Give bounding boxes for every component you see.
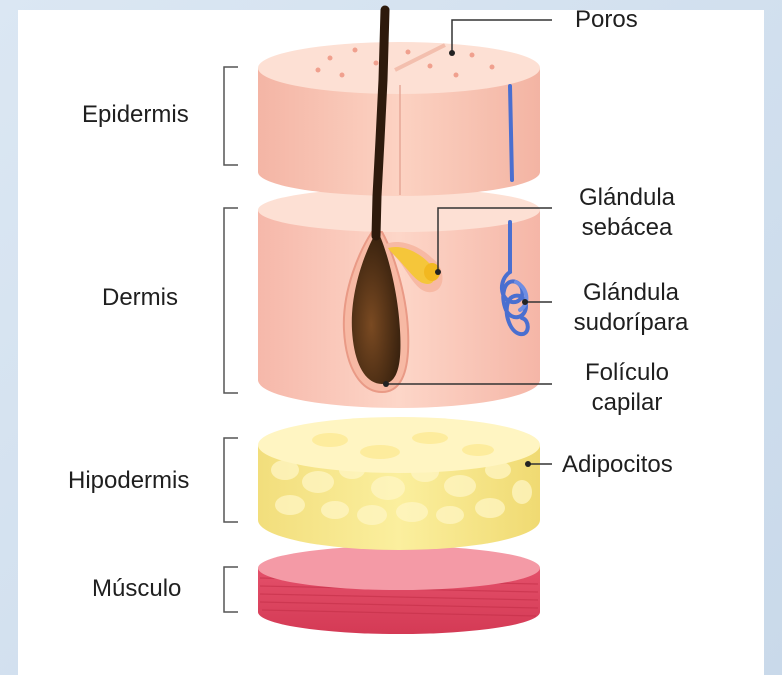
label-dermis: Dermis [102,283,178,313]
label-hipodermis: Hipodermis [68,466,189,496]
label-foliculo-capilar: Folículo capilar [572,358,682,418]
layer-brackets [224,67,238,612]
muscle-layer [258,546,540,634]
label-epidermis: Epidermis [82,100,189,130]
label-foliculo-capilar-line1: Folículo [572,358,682,388]
label-foliculo-capilar-line2: capilar [572,388,682,418]
hypodermis-layer [258,417,540,550]
epidermis-layer [258,42,540,196]
label-glandula-sudoripara-line2: sudorípara [563,308,699,338]
label-glandula-sudoripara: Glándula sudorípara [563,278,699,338]
label-poros: Poros [575,5,638,35]
label-glandula-sebacea: Glándula sebácea [566,183,688,243]
label-glandula-sebacea-line1: Glándula [566,183,688,213]
label-musculo: Músculo [92,574,181,604]
label-glandula-sebacea-line2: sebácea [566,213,688,243]
label-glandula-sudoripara-line1: Glándula [563,278,699,308]
label-adipocitos: Adipocitos [562,450,673,480]
